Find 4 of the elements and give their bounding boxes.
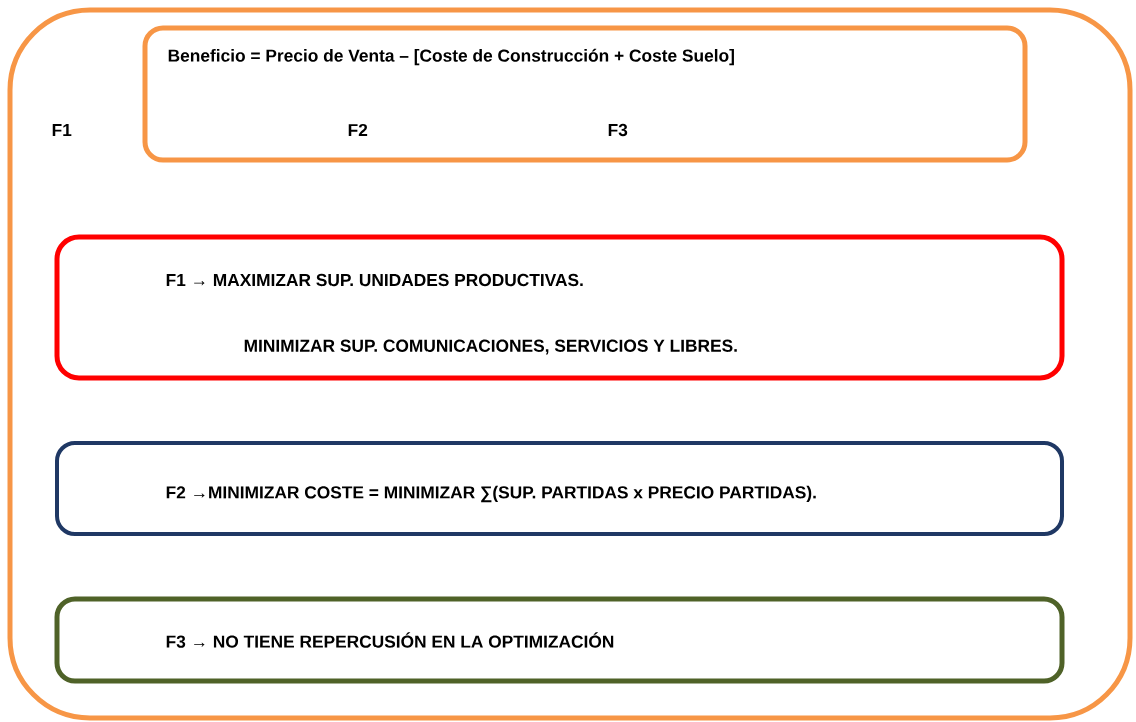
objective-box: F2 →MINIMIZAR COSTE = MINIMIZAR ∑(SUP. PARTIDAS x PRECIO PARTIDAS). [55, 441, 1064, 536]
objective-box: F3 → NO TIENE REPERCUSIÓN EN LA OPTIMIZACIÓN [54, 596, 1065, 684]
formula-box: Beneficio = Precio de Venta – [Coste de Construcción + Coste Suelo] F2 F3 [142, 25, 1028, 163]
objective-box: F1 → MAXIMIZAR SUP. UNIDADES PRODUCTIVAS. MINIMIZAR SUP. COMUNICACIONES, SERVICIOS Y LIBRES. [54, 234, 1065, 381]
